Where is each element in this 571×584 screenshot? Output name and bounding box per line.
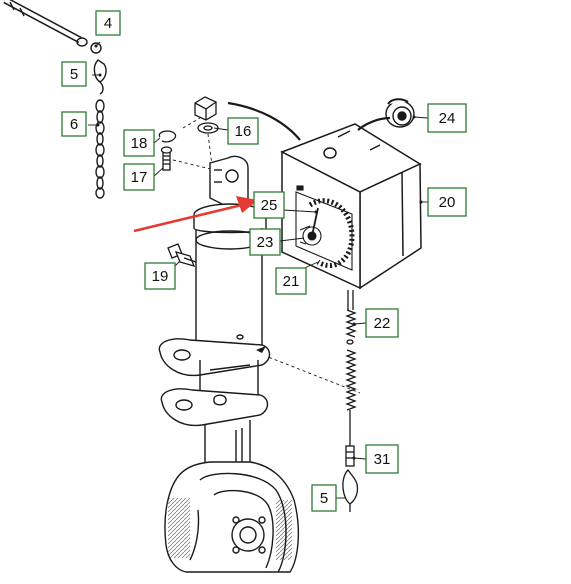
- callout-23: 23: [249, 228, 281, 256]
- callout-5-top-label: 5: [70, 66, 78, 83]
- callout-5-top: 5: [61, 61, 87, 87]
- callout-4: 4: [95, 10, 121, 36]
- pulley-drawing: [385, 98, 415, 128]
- wheel-hatching: [168, 498, 190, 558]
- callout-25: 25: [253, 191, 285, 219]
- guide-lines: [172, 117, 361, 394]
- callout-20-label: 20: [439, 194, 456, 211]
- callout-19-label: 19: [152, 268, 169, 285]
- leader-dots: [94, 44, 423, 460]
- callout-16: 16: [227, 117, 259, 145]
- callout-18: 18: [123, 129, 155, 157]
- callout-19: 19: [144, 262, 176, 290]
- barrel-pointer: [256, 346, 266, 353]
- callout-4-label: 4: [104, 15, 112, 32]
- callout-17-label: 17: [131, 169, 148, 186]
- callout-6-label: 6: [70, 116, 78, 133]
- callout-31: 31: [365, 444, 399, 474]
- callout-21: 21: [275, 267, 307, 295]
- callout-22: 22: [365, 308, 399, 338]
- nut-cube-drawing: [194, 96, 219, 134]
- callout-31-label: 31: [374, 451, 391, 468]
- rope-drawing: [342, 290, 359, 512]
- wing-nut-drawing: [167, 243, 197, 267]
- pin-drawing: [158, 130, 177, 171]
- callout-20: 20: [427, 187, 467, 217]
- callout-22-label: 22: [374, 315, 391, 332]
- callout-23-label: 23: [257, 234, 274, 251]
- callout-24-label: 24: [439, 110, 456, 127]
- callout-5-bottom-label: 5: [320, 490, 328, 507]
- callout-24: 24: [427, 103, 467, 133]
- chain-drawing: [93, 59, 107, 199]
- leader-curve-pulley: [357, 116, 391, 131]
- callout-17: 17: [123, 163, 155, 191]
- callout-6: 6: [61, 111, 87, 137]
- red-pointer-arrow: [133, 196, 258, 233]
- callout-25-label: 25: [261, 197, 278, 214]
- hub-hatching: [276, 500, 292, 560]
- callout-18-label: 18: [131, 135, 148, 152]
- callout-5-bottom: 5: [311, 484, 337, 512]
- rod-drawing: [3, 0, 102, 54]
- callout-21-label: 21: [283, 273, 300, 290]
- leader-curve-top: [227, 101, 301, 141]
- callout-16-label: 16: [235, 123, 252, 140]
- cylinder-assembly: [158, 155, 299, 573]
